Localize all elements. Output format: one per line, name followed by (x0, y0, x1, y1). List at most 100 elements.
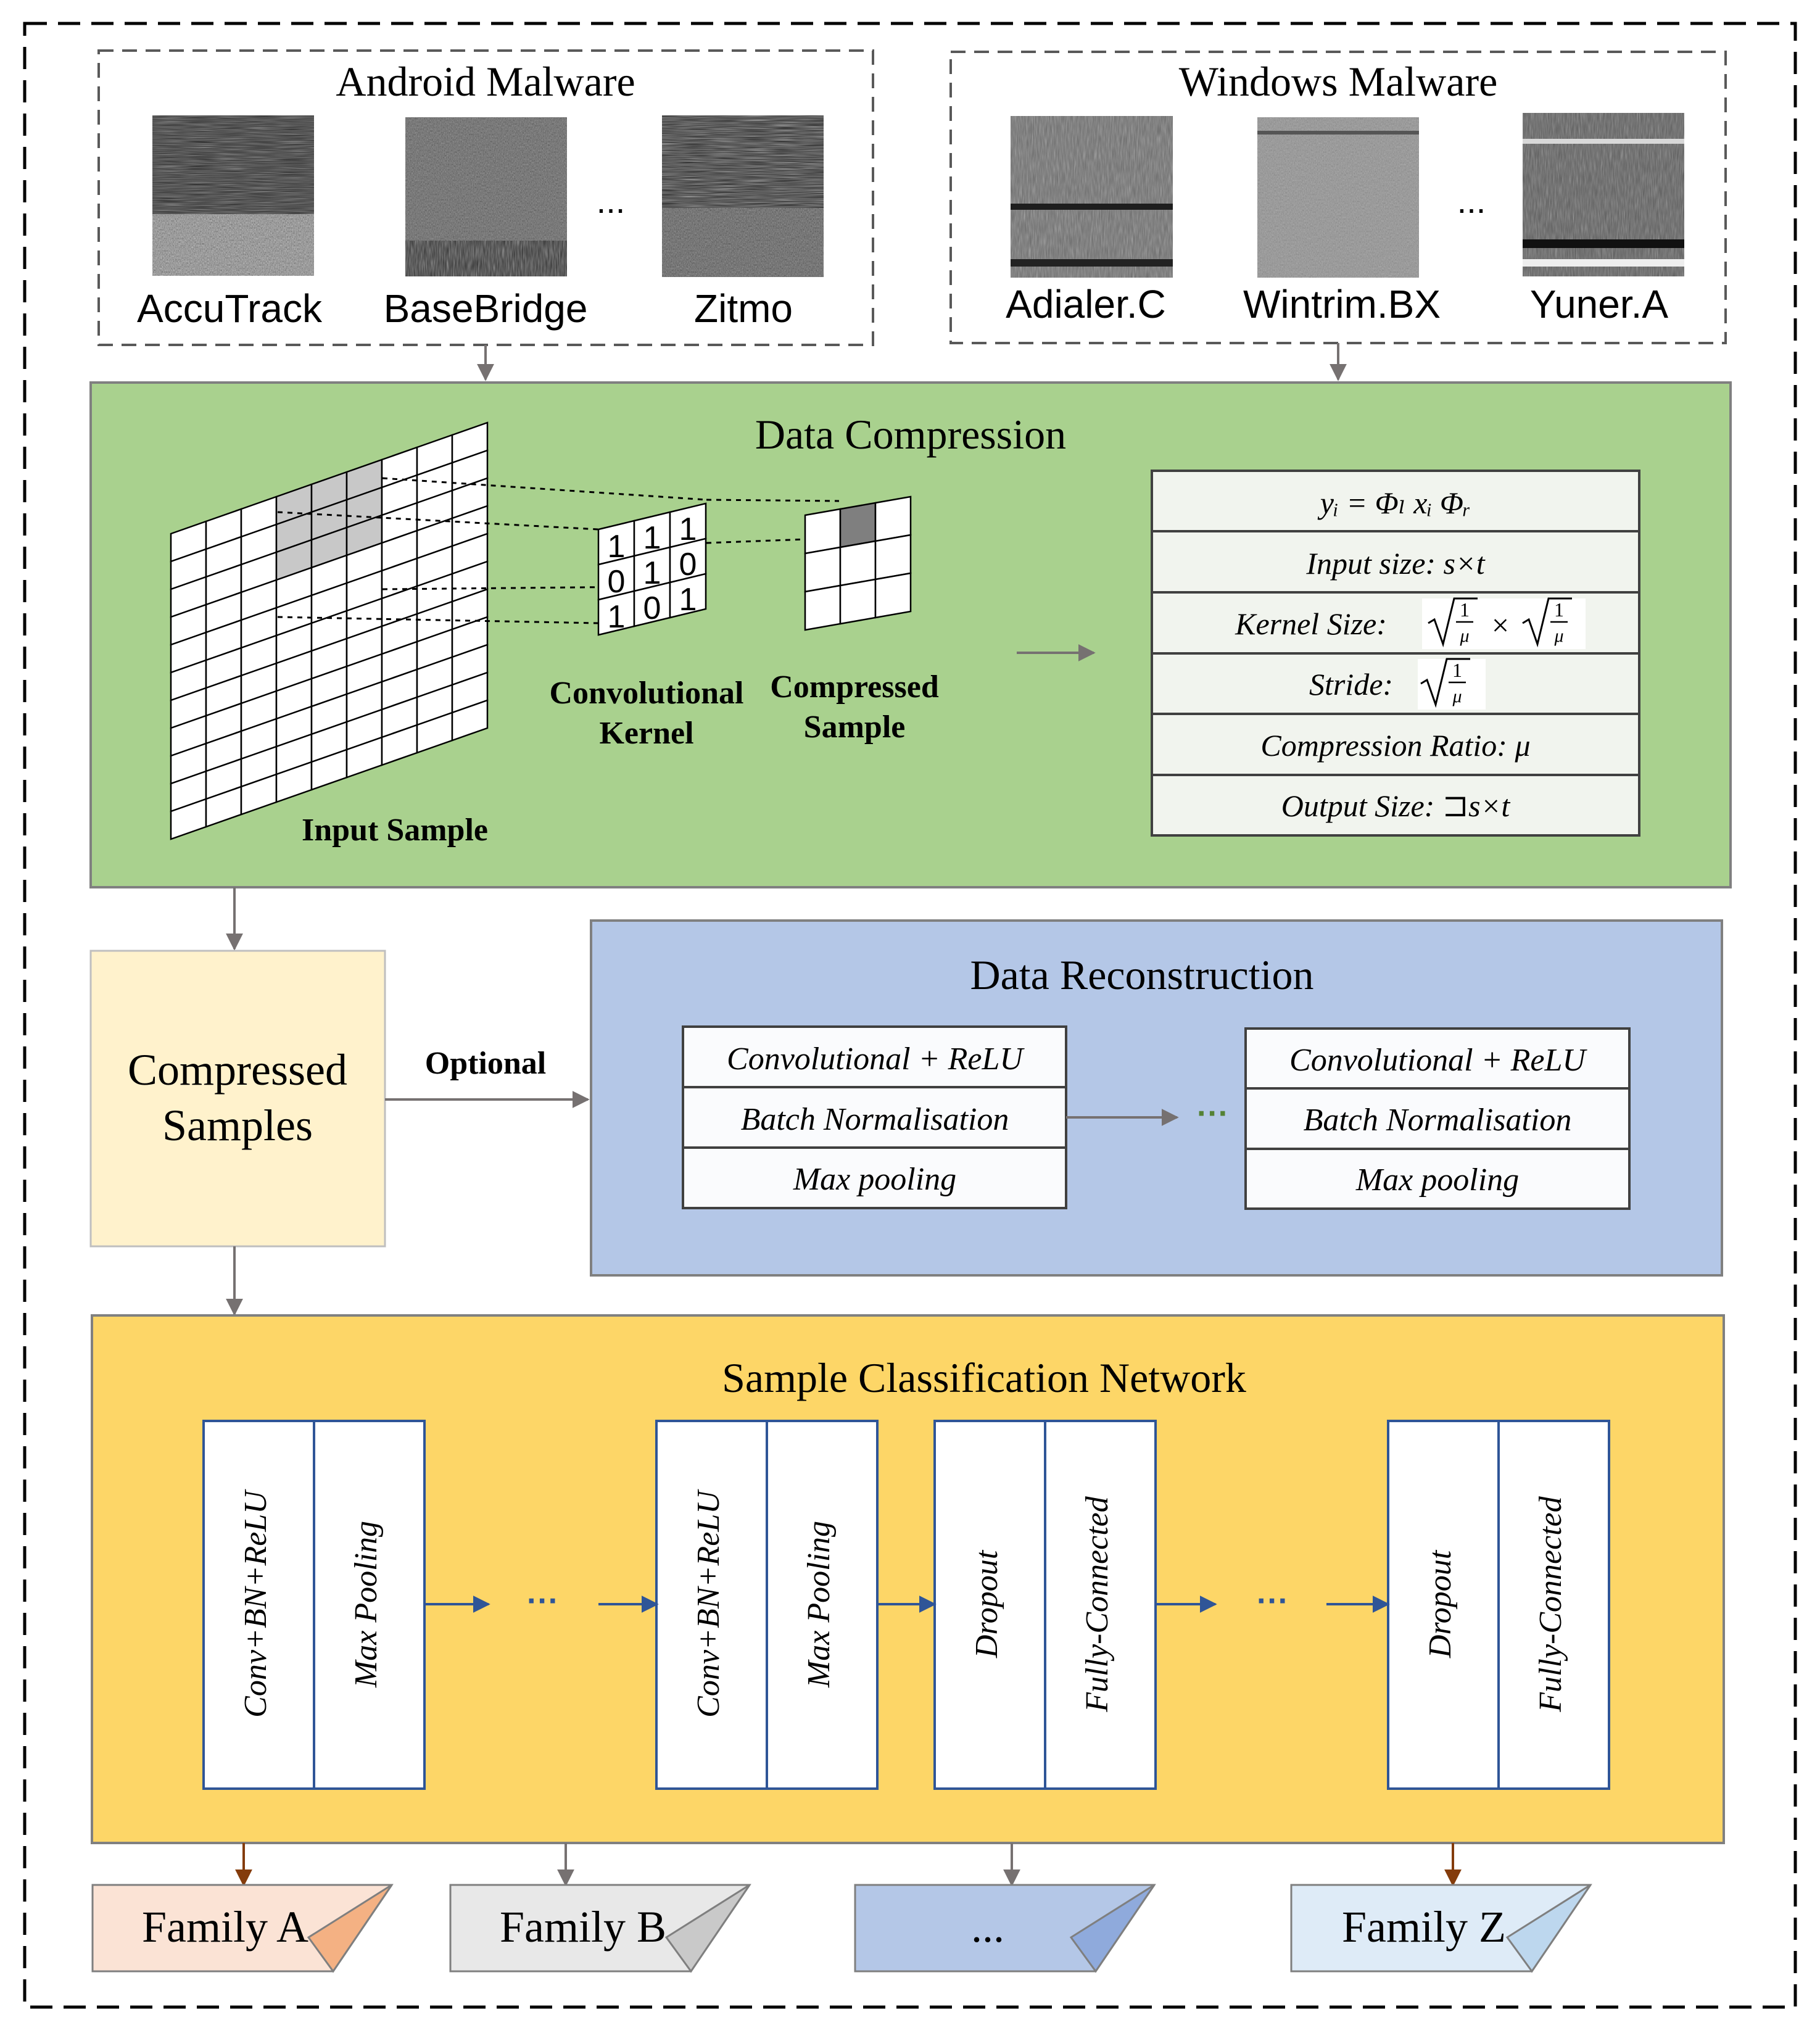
output-size-row: Output Size: ⊐s×t (1281, 789, 1511, 823)
input-sample-label: Input Sample (302, 813, 488, 848)
compressed-samples-line1: Compressed (128, 1045, 347, 1095)
malware-image-zitmo (662, 115, 824, 277)
reconstruction-block-1: Convolutional + ReLU Batch Normalisation… (682, 1025, 1067, 1209)
family-label: Family Z (1342, 1902, 1506, 1952)
android-ellipsis: ... (597, 181, 626, 220)
compressed-sample-cell (804, 546, 842, 593)
data-compression-title: Data Compression (755, 411, 1066, 458)
windows-malware-title: Windows Malware (1179, 58, 1498, 105)
layer-label: Conv+BN+ReLU (238, 1489, 273, 1718)
compressed-sample-cell (839, 578, 877, 625)
windows-malware-group: Windows Malware ... Adialer.C Wintrim.BX… (949, 51, 1727, 344)
projection-lines (277, 477, 840, 624)
kernel-value: 1 (608, 529, 626, 565)
sample-label-wintrim: Wintrim.BX (1243, 282, 1441, 326)
optional-label: Optional (425, 1046, 547, 1081)
compressed-sample-cell (874, 572, 912, 619)
family-output: ... (854, 1884, 1156, 1973)
android-malware-group: Android Malware ... AccuTrack BaseBridge… (97, 49, 874, 346)
stride-row: Stride: (1309, 667, 1393, 702)
kernel-size-formula: 1 μ × 1 μ (1422, 597, 1586, 649)
compressed-sample-cell (874, 534, 912, 581)
compressed-sample-grid (804, 495, 912, 631)
kernel-value: 1 (643, 520, 661, 556)
malware-image-basebridge (405, 117, 567, 276)
malware-image-accutrack (152, 115, 314, 276)
compressed-sample-cell (804, 508, 842, 555)
compressed-sample-cell (839, 540, 877, 587)
android-malware-title: Android Malware (336, 58, 635, 105)
kernel-cell (669, 573, 707, 619)
layer-group: Conv+BN+ReLU Max Pooling (655, 1420, 879, 1790)
recon2-max-pooling: Max pooling (1355, 1162, 1519, 1198)
family-outputs: Family A Family B... Family Z (91, 1884, 1592, 1973)
malware-image-wintrim (1257, 117, 1419, 278)
layer-label: Dropout (969, 1549, 1004, 1658)
compression-ratio-row: Compression Ratio: μ (1260, 728, 1530, 763)
classification-ellipsis-2: ··· (1257, 1583, 1289, 1619)
sample-label-yuner: Yuner.A (1530, 282, 1669, 326)
recon1-max-pooling: Max pooling (793, 1162, 956, 1197)
layer-label: Max Pooling (349, 1521, 384, 1688)
classification-ellipsis-1: ··· (527, 1583, 559, 1619)
input-sample-cell (451, 699, 489, 742)
compressed-samples-line2: Samples (162, 1101, 313, 1150)
layer-group: Dropout Fully-Connected (933, 1420, 1157, 1790)
svg-text:μ: μ (1452, 686, 1462, 706)
layer-label: Max Pooling (801, 1521, 837, 1688)
kernel-label-line2: Kernel (599, 716, 693, 751)
family-output: Family B (449, 1884, 751, 1973)
input-sample-grid (170, 421, 489, 840)
svg-text:1: 1 (1554, 598, 1564, 621)
reconstruction-ellipsis: ··· (1197, 1096, 1229, 1132)
layer-label: Dropout (1423, 1549, 1458, 1658)
compression-parameter-table: yᵢ = Φₗ xᵢ Φᵣ Input size: s×t Kernel Siz… (1151, 470, 1640, 837)
layer-label: Conv+BN+ReLU (691, 1489, 726, 1718)
recon2-conv-relu: Convolutional + ReLU (1289, 1043, 1587, 1078)
recon1-conv-relu: Convolutional + ReLU (727, 1041, 1025, 1077)
family-output: Family Z (1290, 1884, 1592, 1973)
kernel-label-line1: Convolutional (550, 676, 744, 711)
classification-layers: Conv+BN+ReLU Max Pooling Conv+BN+ReLU Max P… (202, 1420, 1610, 1790)
compressed-samples-box (89, 950, 386, 1248)
reconstruction-block-2: Convolutional + ReLU Batch Normalisation… (1244, 1027, 1631, 1210)
outer-frame (23, 22, 1797, 2009)
formula-row: yᵢ = Φₗ xᵢ Φᵣ (1317, 486, 1471, 520)
sample-label-adialer: Adialer.C (1006, 282, 1166, 326)
recon2-batch-norm: Batch Normalisation (1304, 1103, 1572, 1138)
svg-text:×: × (1492, 608, 1509, 642)
classification-title: Sample Classification Network (722, 1354, 1246, 1401)
compressed-sample-cell (839, 502, 877, 549)
compressed-sample-label-line2: Sample (804, 710, 906, 745)
family-arrows (235, 1843, 1462, 1887)
malware-image-adialer (1011, 116, 1173, 278)
kernel-value: 1 (679, 511, 697, 547)
family-label: ... (971, 1902, 1004, 1952)
data-reconstruction-group: Data Reconstruction Convolutional + ReLU… (590, 919, 1723, 1277)
compressed-sample-label-line1: Compressed (770, 669, 939, 705)
layer-group: Conv+BN+ReLU Max Pooling (202, 1420, 426, 1790)
malware-image-yuner (1523, 113, 1684, 276)
layer-label: Fully-Connected (1080, 1496, 1115, 1712)
svg-text:1: 1 (1452, 659, 1462, 681)
kernel-value: 1 (608, 599, 626, 635)
compressed-sample-cell (874, 495, 912, 542)
sample-label-basebridge: BaseBridge (384, 286, 588, 331)
kernel-value: 1 (643, 555, 661, 591)
svg-text:1: 1 (1460, 598, 1470, 621)
compressed-sample-cell (804, 584, 842, 631)
family-output: Family A (91, 1884, 394, 1973)
stride-formula: 1 μ (1418, 658, 1486, 710)
sample-label-zitmo: Zitmo (694, 286, 793, 331)
kernel-size-row: Kernel Size: (1235, 607, 1387, 641)
kernel-value: 0 (608, 564, 626, 600)
compressed-samples-group: Compressed Samples Optional (89, 950, 590, 1248)
svg-text:μ: μ (1553, 626, 1563, 646)
sample-label-accutrack: AccuTrack (137, 286, 323, 331)
family-label: Family A (142, 1902, 308, 1952)
input-size-row: Input size: s×t (1305, 546, 1485, 581)
